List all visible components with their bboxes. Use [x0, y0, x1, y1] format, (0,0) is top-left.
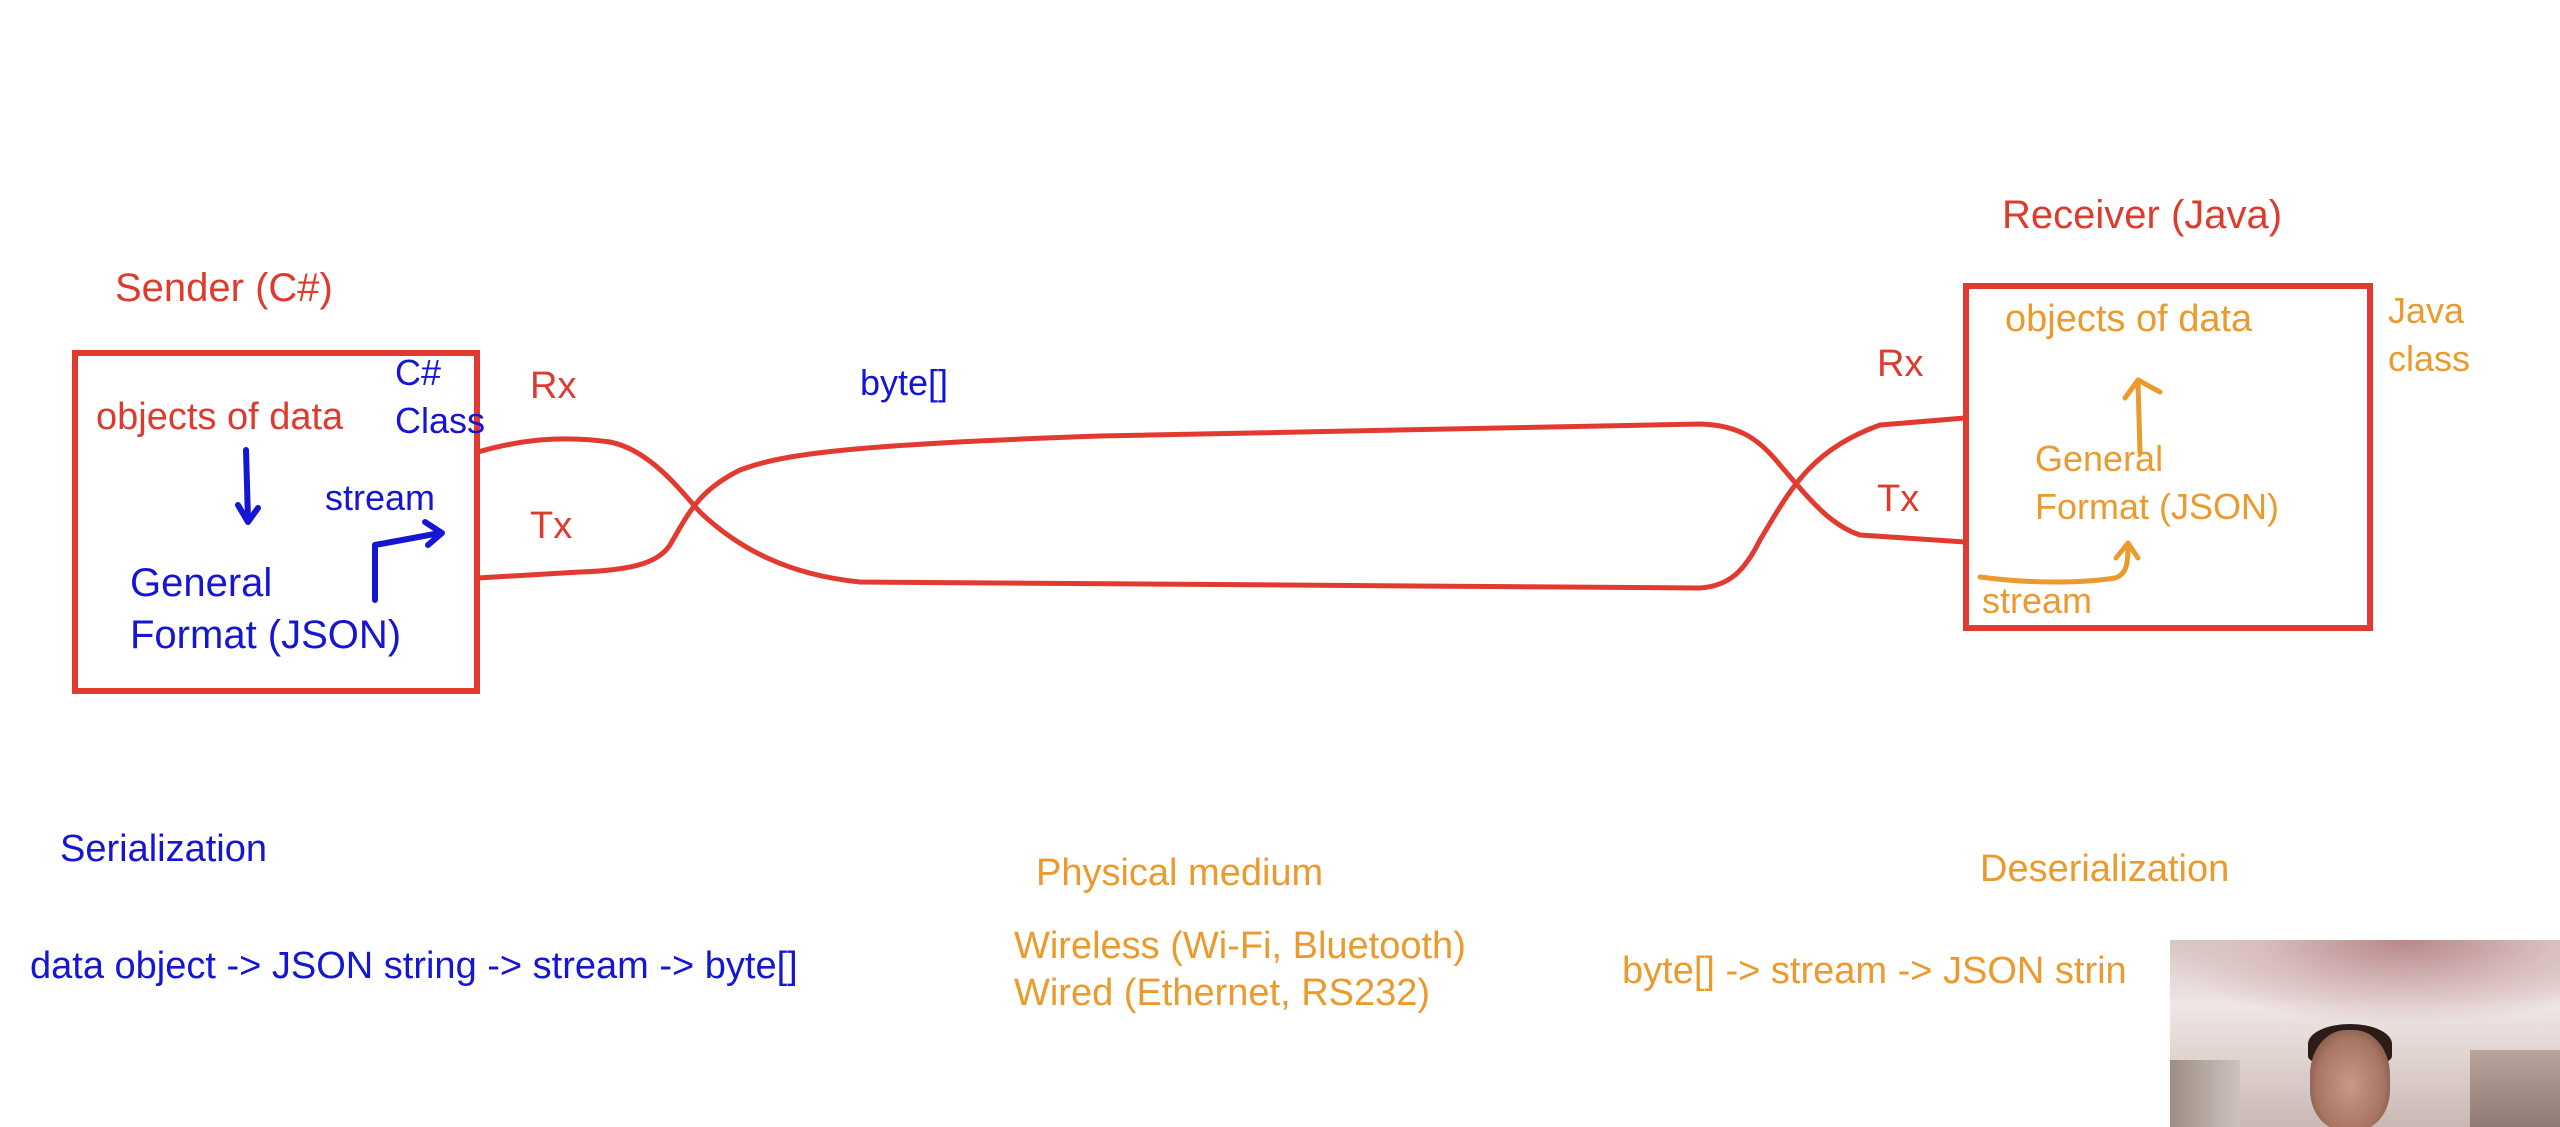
receiver-stream-arrow	[1977, 542, 2131, 585]
sender-stream-label: stream	[325, 477, 436, 518]
receiver-general-line1: General	[2035, 438, 2164, 479]
webcam-person	[2310, 1030, 2390, 1127]
webcam-overlay	[2170, 940, 2560, 1127]
sender-tx-label: Tx	[530, 505, 573, 547]
receiver-rx-label: Rx	[1877, 343, 1924, 385]
sender-class-label-line2: Class	[395, 400, 486, 441]
sender-rx-label: Rx	[530, 365, 577, 407]
webcam-background-object	[2170, 1060, 2240, 1127]
receiver-stream-label: stream	[1982, 580, 2093, 621]
serialization-title: Serialization	[60, 828, 267, 870]
sender-tx-wire	[475, 421, 1968, 581]
sender-objects-label: objects of data	[96, 396, 344, 438]
sender-general-line2: Format (JSON)	[130, 613, 402, 657]
sender-stream-arrow	[372, 530, 443, 603]
deserialization-pipeline: byte[] -> stream -> JSON strin	[1622, 950, 2127, 992]
sender-general-line1: General	[130, 561, 273, 605]
sender-title: Sender (C#)	[115, 266, 333, 310]
sender-class-label-line1: C#	[395, 352, 442, 393]
receiver-tx-label: Tx	[1877, 478, 1920, 520]
physical-medium-line1: Wireless (Wi-Fi, Bluetooth)	[1014, 925, 1466, 967]
physical-medium-title: Physical medium	[1036, 852, 1324, 894]
sender-rx-wire	[475, 415, 1968, 591]
sender-box	[72, 350, 480, 694]
receiver-class-label-line2: class	[2388, 338, 2471, 379]
receiver-title: Receiver (Java)	[2002, 193, 2283, 237]
webcam-shelf	[2470, 1050, 2560, 1127]
serialization-pipeline: data object -> JSON string -> stream -> …	[30, 945, 798, 987]
receiver-class-label-line1: Java	[2388, 290, 2465, 331]
byte-array-label: byte[]	[860, 362, 949, 403]
receiver-up-arrow	[2135, 379, 2143, 455]
receiver-general-line2: Format (JSON)	[2035, 486, 2280, 527]
physical-medium-line2: Wired (Ethernet, RS232)	[1014, 972, 1431, 1014]
receiver-objects-label: objects of data	[2005, 298, 2253, 340]
deserialization-title: Deserialization	[1980, 848, 2230, 890]
receiver-box	[1963, 283, 2373, 631]
sender-down-arrow	[243, 447, 251, 523]
webcam-ceiling	[2170, 940, 2560, 1020]
